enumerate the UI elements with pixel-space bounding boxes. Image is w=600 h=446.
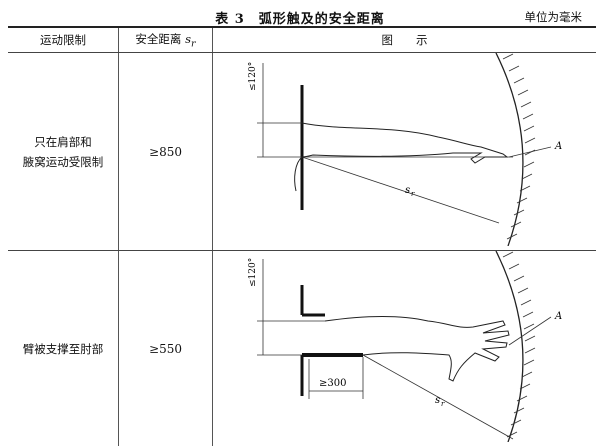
- row1-sr-sub: r: [411, 190, 415, 198]
- unit-label: 单位为毫米: [525, 9, 583, 25]
- row2-sr-sub: r: [441, 400, 445, 408]
- table-header-row: 运动限制 安全距离 sr 图 示: [8, 27, 596, 53]
- header-distance: 安全距离 sr: [119, 27, 213, 53]
- row1-restriction: 只在肩部和 腋窝运动受限制: [8, 53, 119, 251]
- row1-point-a: A: [554, 141, 562, 152]
- table-row: 只在肩部和 腋窝运动受限制 ≥850: [8, 53, 596, 251]
- header-distance-text: 安全距离: [135, 32, 185, 46]
- row2-figure-cell: ≤120° ≥300 s r A: [213, 251, 597, 446]
- header-restriction: 运动限制: [8, 27, 119, 53]
- row2-restriction: 臂被支撑至肘部: [8, 251, 119, 446]
- row1-figure-cell: ≤120° s r A: [213, 53, 597, 251]
- header-figure: 图 示: [213, 27, 597, 53]
- row2-point-a: A: [554, 311, 562, 322]
- row2-support-label: ≥300: [319, 378, 346, 389]
- table-caption: 表 3 弧形触及的安全距离 单位为毫米: [0, 6, 600, 26]
- row2-arm-diagram: ≤120° ≥300 s r A: [213, 251, 596, 442]
- row2-distance: ≥550: [119, 251, 213, 446]
- row2-reach-arc: [496, 251, 523, 442]
- row1-sr-symbol: s: [405, 185, 410, 196]
- row1-angle-label: ≤120°: [248, 62, 258, 91]
- row1-restriction-line1: 只在肩部和: [8, 132, 118, 152]
- row1-arm-diagram: ≤120° s r A: [213, 53, 596, 246]
- row1-restriction-line2: 腋窝运动受限制: [8, 152, 118, 172]
- row1-distance: ≥850: [119, 53, 213, 251]
- header-distance-sub: r: [191, 38, 196, 49]
- row1-reach-arc: [496, 53, 523, 246]
- row2-arm-outline: [325, 316, 509, 381]
- table-row: 臂被支撑至肘部 ≥550: [8, 251, 596, 446]
- row1-radius-line: [302, 157, 499, 223]
- safety-distance-table: 运动限制 安全距离 sr 图 示 只在肩部和 腋窝运动受限制 ≥850: [8, 26, 596, 446]
- row2-sr-symbol: s: [435, 395, 440, 406]
- table-title: 表 3 弧形触及的安全距离: [0, 8, 600, 27]
- row2-angle-label: ≤120°: [248, 258, 258, 287]
